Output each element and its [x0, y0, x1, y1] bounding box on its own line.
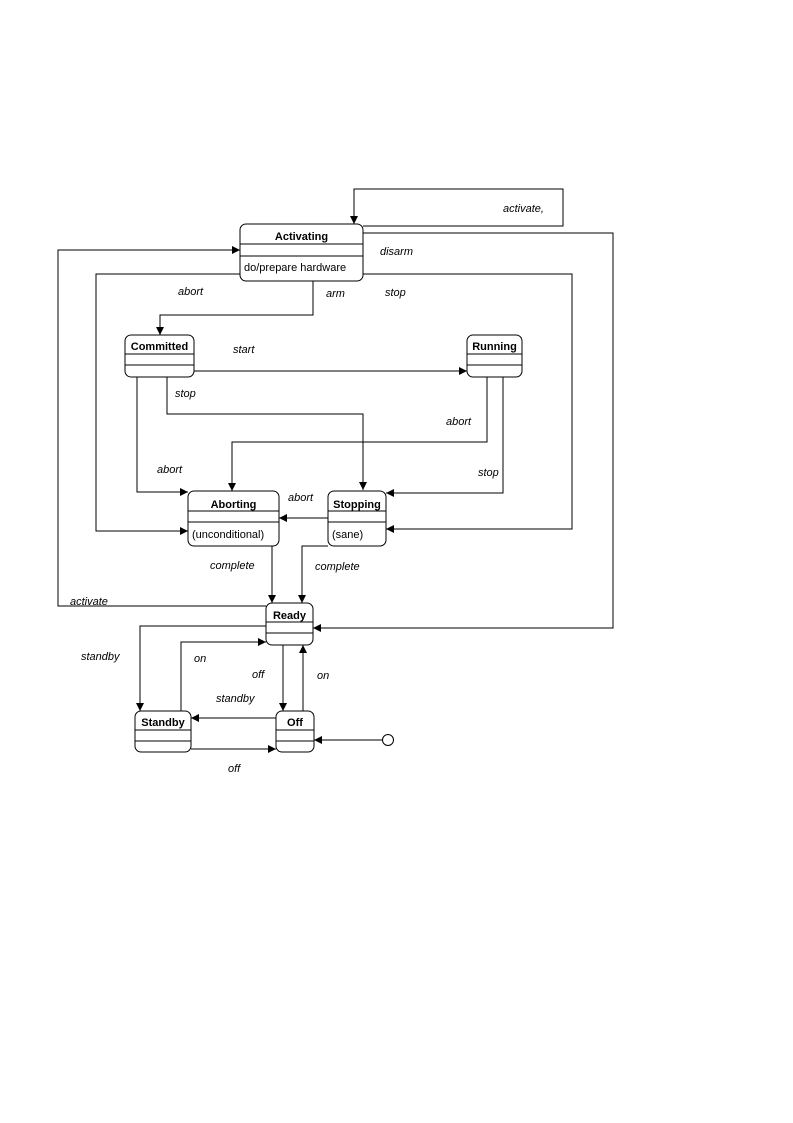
state-name: Off	[287, 717, 303, 729]
label-abort-committed: abort	[157, 464, 183, 476]
label-activate-ready: activate	[70, 596, 108, 608]
state-name: Standby	[141, 717, 185, 729]
label-complete-aborting: complete	[210, 560, 255, 572]
state-committed: Committed	[124, 334, 195, 378]
state-running: Running	[466, 334, 523, 378]
label-complete-stopping: complete	[315, 561, 360, 573]
label-standby-off: standby	[216, 693, 256, 705]
label-stop-activating: stop	[385, 287, 406, 299]
label-abort-running: abort	[446, 416, 472, 428]
state-action: (sane)	[332, 529, 363, 541]
state-ready: Ready	[265, 602, 314, 646]
state-action: do/prepare hardware	[244, 262, 346, 274]
transition-disarm	[313, 232, 614, 632]
transition-standby-ready	[136, 625, 266, 711]
transition-stop-activating	[363, 273, 573, 533]
transition-activate-ready	[57, 246, 266, 607]
label-off-ready: off	[252, 669, 265, 681]
label-abort-stopping: abort	[288, 492, 314, 504]
label-arm: arm	[326, 288, 345, 300]
state-name: Ready	[273, 610, 307, 622]
label-on-standby: on	[194, 653, 206, 665]
transition-activate-self	[350, 188, 564, 227]
transition-stop-committed	[166, 377, 367, 490]
transitions	[57, 188, 614, 753]
state-activating: Activating do/prepare hardware	[239, 223, 364, 282]
label-off-standby: off	[228, 763, 241, 775]
label-on-off: on	[317, 670, 329, 682]
label-abort-activating: abort	[178, 286, 204, 298]
transition-on-standby	[180, 638, 266, 711]
state-standby: Standby	[134, 710, 192, 753]
transition-stop-running	[386, 377, 504, 497]
state-name: Activating	[275, 231, 328, 243]
state-name: Aborting	[211, 499, 257, 511]
label-start: start	[233, 344, 255, 356]
transition-labels: activate, disarm abort arm stop start st…	[70, 203, 544, 775]
state-name: Running	[472, 341, 517, 353]
label-stop-committed: stop	[175, 388, 196, 400]
label-disarm: disarm	[380, 246, 413, 258]
state-name: Stopping	[333, 499, 381, 511]
transition-abort-activating	[95, 273, 240, 535]
label-standby-ready: standby	[81, 651, 121, 663]
state-action: (unconditional)	[192, 529, 264, 541]
transition-complete-stopping	[298, 545, 328, 603]
state-name: Committed	[131, 341, 188, 353]
transition-abort-committed	[136, 377, 188, 496]
state-off: Off	[275, 710, 315, 753]
state-aborting: Aborting (unconditional)	[187, 490, 280, 547]
state-stopping: Stopping (sane)	[327, 490, 387, 547]
label-stop-running: stop	[478, 467, 499, 479]
initial-state	[382, 734, 394, 746]
label-activate-self: activate,	[503, 203, 544, 215]
transition-abort-running	[228, 377, 488, 491]
transition-arm	[156, 281, 314, 335]
